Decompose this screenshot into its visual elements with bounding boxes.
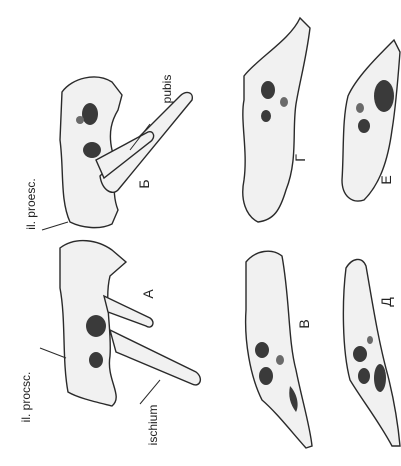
panel-d-spot-4 <box>367 336 373 344</box>
panel-g-spot-3 <box>280 97 288 107</box>
panel-e-spot-3 <box>356 103 364 113</box>
panel-letter-g: Г <box>292 148 308 168</box>
panel-letter-e: Е <box>378 170 394 190</box>
panel-a-pelvis <box>40 241 200 406</box>
panel-v-spot-3 <box>276 355 284 365</box>
panel-g-spot-2 <box>261 110 271 122</box>
panel-v-bone <box>246 251 312 448</box>
label-il-process-upper: il. proesc. <box>24 159 38 249</box>
panel-b-spot-1 <box>82 103 98 125</box>
panel-letter-d: Д <box>378 292 394 312</box>
panel-v-spot-1 <box>255 342 269 358</box>
panel-e-spot-1 <box>374 80 394 112</box>
panel-b-spot-2 <box>83 142 101 158</box>
panel-letter-v: В <box>296 314 312 334</box>
panel-d-spot-1 <box>353 346 367 362</box>
panel-e-spot-2 <box>358 119 370 133</box>
panel-g-spot-1 <box>261 81 275 99</box>
panel-a-ischium <box>110 330 200 385</box>
panel-v-spot-2 <box>259 367 273 385</box>
label-ischium: ischium <box>146 394 160 456</box>
panel-g-bone <box>243 18 310 222</box>
panel-d-spot-3 <box>374 364 386 392</box>
panel-b-process-leader <box>42 222 68 230</box>
panel-d-outline <box>343 259 400 446</box>
label-pubis: pubis <box>160 59 174 119</box>
panel-a-spot-1 <box>86 315 106 337</box>
panel-a-spot-2 <box>89 352 103 368</box>
panel-b-spot-3 <box>76 116 84 124</box>
panel-letter-b: Б <box>136 174 152 194</box>
panel-d-bone <box>343 259 400 446</box>
panel-g-outline <box>243 18 310 222</box>
panel-d-spot-2 <box>358 368 370 384</box>
label-il-process-lower: il. procsc. <box>19 359 33 435</box>
panel-a-process-leader <box>40 348 66 358</box>
panel-letter-a: A <box>140 284 156 304</box>
